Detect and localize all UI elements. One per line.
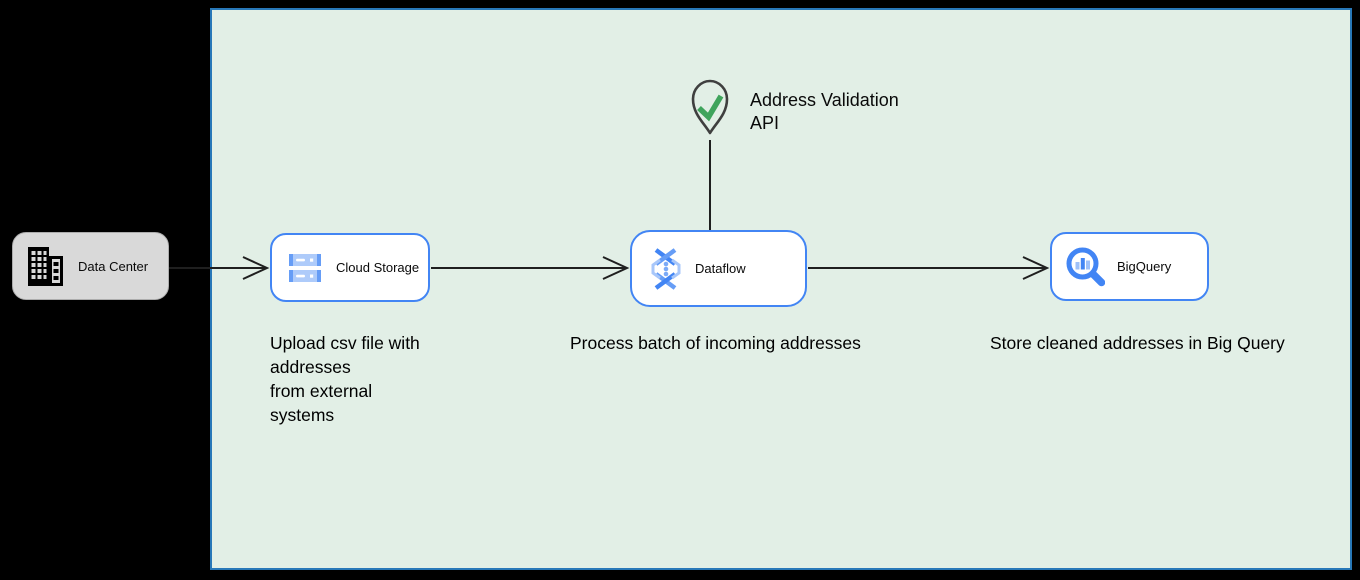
caption-line: from external [270,381,373,401]
caption-line: Upload csv file with [270,333,420,353]
node-cloud-storage: Cloud Storage [270,233,430,302]
caption-line: systems [270,405,335,425]
address-validation-api-label: Address Validation API [750,89,899,135]
caption-upload-csv: Upload csv file with addresses from exte… [270,331,420,427]
dataflow-icon [651,247,681,290]
node-bigquery: BigQuery [1050,232,1209,301]
cloud-storage-icon [289,253,321,282]
bigquery-icon [1066,247,1105,286]
caption-line: addresses [270,357,351,377]
node-data-center: Data Center [12,232,169,300]
caption-store-bigquery: Store cleaned addresses in Big Query [990,333,1285,353]
node-label: Dataflow [695,261,746,276]
pin-check-icon [691,79,729,135]
caption-process-batch: Process batch of incoming addresses [570,333,861,353]
api-label-line2: API [750,113,780,133]
node-label: Data Center [78,258,149,274]
data-center-icon [28,246,63,286]
checkmark-icon [697,94,724,122]
map-pin-outline [691,79,729,135]
node-dataflow: Dataflow [630,230,807,307]
api-label-line1: Address Validation [750,90,899,110]
node-label: BigQuery [1117,259,1172,274]
node-label: Cloud Storage [336,260,420,275]
